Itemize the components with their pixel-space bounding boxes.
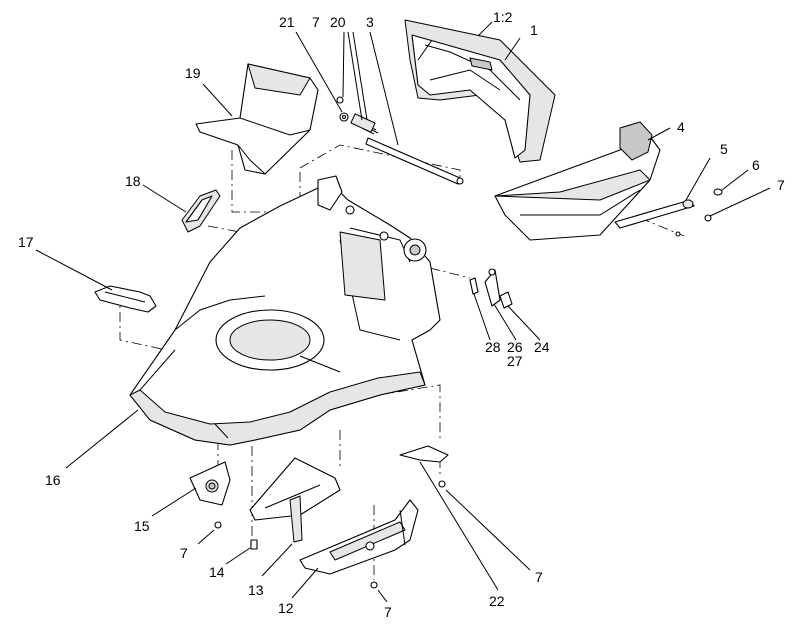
- part-4-chute: [494, 121, 661, 241]
- part-13-guard: [249, 457, 341, 543]
- part-7-pin-right: [704, 214, 712, 222]
- callout-15: 15: [134, 518, 150, 534]
- callout-7-right: 7: [777, 177, 785, 193]
- callout-1-2: 1:2: [493, 9, 513, 25]
- leader-lines: [35, 21, 771, 603]
- callout-24: 24: [534, 339, 550, 355]
- part-18-grip: [181, 189, 221, 233]
- callout-14: 14: [209, 564, 225, 580]
- callout-4: 4: [677, 119, 685, 135]
- part-19-baffle: [195, 63, 319, 175]
- callout-22: 22: [489, 593, 505, 609]
- part-16-deck-housing: [129, 175, 441, 446]
- callout-20: 20: [330, 14, 346, 30]
- part-15-bracket: [189, 461, 231, 506]
- callout-17: 17: [18, 234, 34, 250]
- callout-5: 5: [720, 141, 728, 157]
- part-24-clip: [499, 291, 513, 309]
- part-14-bolt: [250, 539, 258, 550]
- part-7-pin-bottom-right: [438, 480, 446, 488]
- part-7-pin-top: [336, 96, 344, 104]
- callout-18: 18: [125, 173, 141, 189]
- callout-12: 12: [278, 600, 294, 616]
- callout-26: 26: [507, 339, 523, 355]
- part-1-rear-flap: [404, 19, 556, 163]
- callout-27: 27: [507, 353, 523, 369]
- part-7-pin-bottom: [370, 581, 378, 589]
- part-7-pin-left: [214, 521, 222, 529]
- part-20-spring: [350, 113, 379, 135]
- callout-7-bottom: 7: [384, 604, 392, 620]
- part-5-axle: [614, 199, 695, 237]
- callout-7-top: 7: [312, 14, 320, 30]
- part-26-27-link: [484, 268, 501, 307]
- callout-28: 28: [485, 339, 501, 355]
- part-6-washer: [713, 188, 723, 196]
- part-17-bracket: [94, 285, 157, 313]
- part-12-skid-plate: [299, 499, 419, 575]
- callout-13: 13: [248, 582, 264, 598]
- part-28-bolt: [469, 277, 479, 295]
- part-3-rod: [365, 137, 464, 185]
- callout-7-left: 7: [180, 545, 188, 561]
- part-21-nut: [339, 112, 349, 122]
- callout-19: 19: [185, 65, 201, 81]
- callout-3: 3: [366, 14, 374, 30]
- callout-21: 21: [279, 14, 295, 30]
- callout-1: 1: [530, 22, 538, 38]
- callout-6: 6: [752, 157, 760, 173]
- part-22-bracket: [399, 445, 449, 463]
- callout-7-bottom-right: 7: [535, 569, 543, 585]
- callout-labels: 1 1:2 3 4 5 6 7 7 20 21 19 18 17 28 26 2…: [18, 9, 785, 620]
- callout-16: 16: [45, 472, 61, 488]
